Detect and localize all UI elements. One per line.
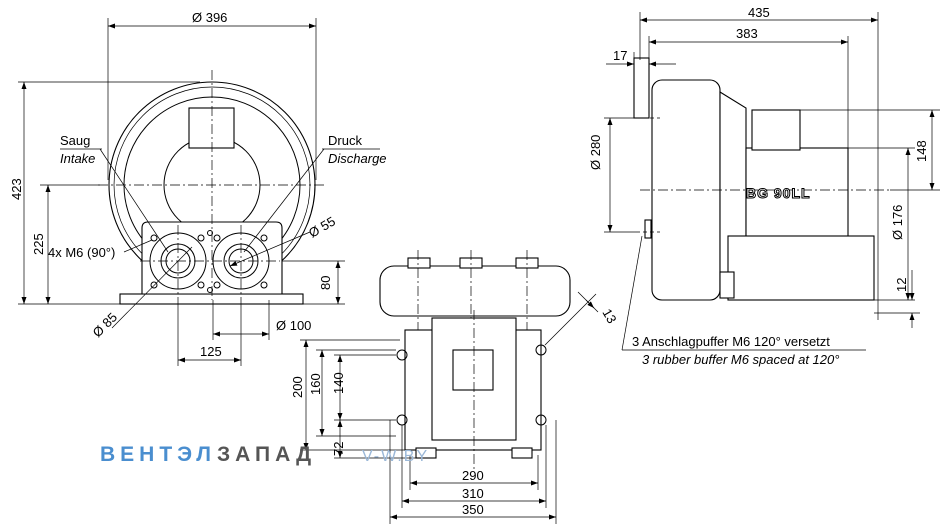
side-view: BG 90LL 435 383 17 Ø 280 148 Ø 176 [588,5,940,367]
dim-height-160: 160 [308,373,323,395]
plan-view: 200 160 140 72 13 290 310 350 [290,250,620,524]
dim-diameter-280: Ø 280 [588,135,603,170]
dim-height-72: 72 [331,442,346,456]
holes-note: 4x M6 (90°) [48,245,115,260]
dim-width-290: 290 [462,468,484,483]
buffer-note-en: 3 rubber buffer M6 spaced at 120° [642,352,839,367]
dim-height-12: 12 [894,278,909,292]
dim-height-423: 423 [9,178,24,200]
dim-height-140: 140 [331,372,346,394]
buffer-note-de: 3 Anschlagpuffer M6 120° versetzt [632,334,830,349]
watermark-brand-dark: ЗАПАД [217,443,316,466]
dim-width-125: 125 [200,344,222,359]
watermark: ВЕНТЭЛ ЗАПАД V-W.BY [100,443,429,466]
dim-diameter-396: Ø 396 [192,10,227,25]
watermark-brand-blue: ВЕНТЭЛ [100,443,216,466]
dim-width-17: 17 [613,48,627,63]
dim-diameter-55: Ø 55 [306,214,338,241]
discharge-label-de: Druck [328,133,362,148]
discharge-label-en: Discharge [328,151,387,166]
dim-width-310: 310 [462,486,484,501]
dim-width-435: 435 [748,5,770,20]
watermark-site: V-W.BY [362,448,429,465]
dim-width-383: 383 [736,26,758,41]
dim-diameter-176: Ø 176 [890,205,905,240]
dim-height-200: 200 [290,376,305,398]
intake-label-de: Saug [60,133,90,148]
intake-label-en: Intake [60,151,95,166]
dim-height-225: 225 [31,233,46,255]
front-view: Ø 396 423 225 80 125 Ø 100 Ø 85 Ø 55 4x … [9,10,387,366]
dim-width-13: 13 [599,306,619,326]
dim-height-80: 80 [318,276,333,290]
model-label: BG 90LL [746,185,811,201]
dim-diameter-100: Ø 100 [276,318,311,333]
dim-width-350: 350 [462,502,484,517]
dim-height-148: 148 [914,140,929,162]
